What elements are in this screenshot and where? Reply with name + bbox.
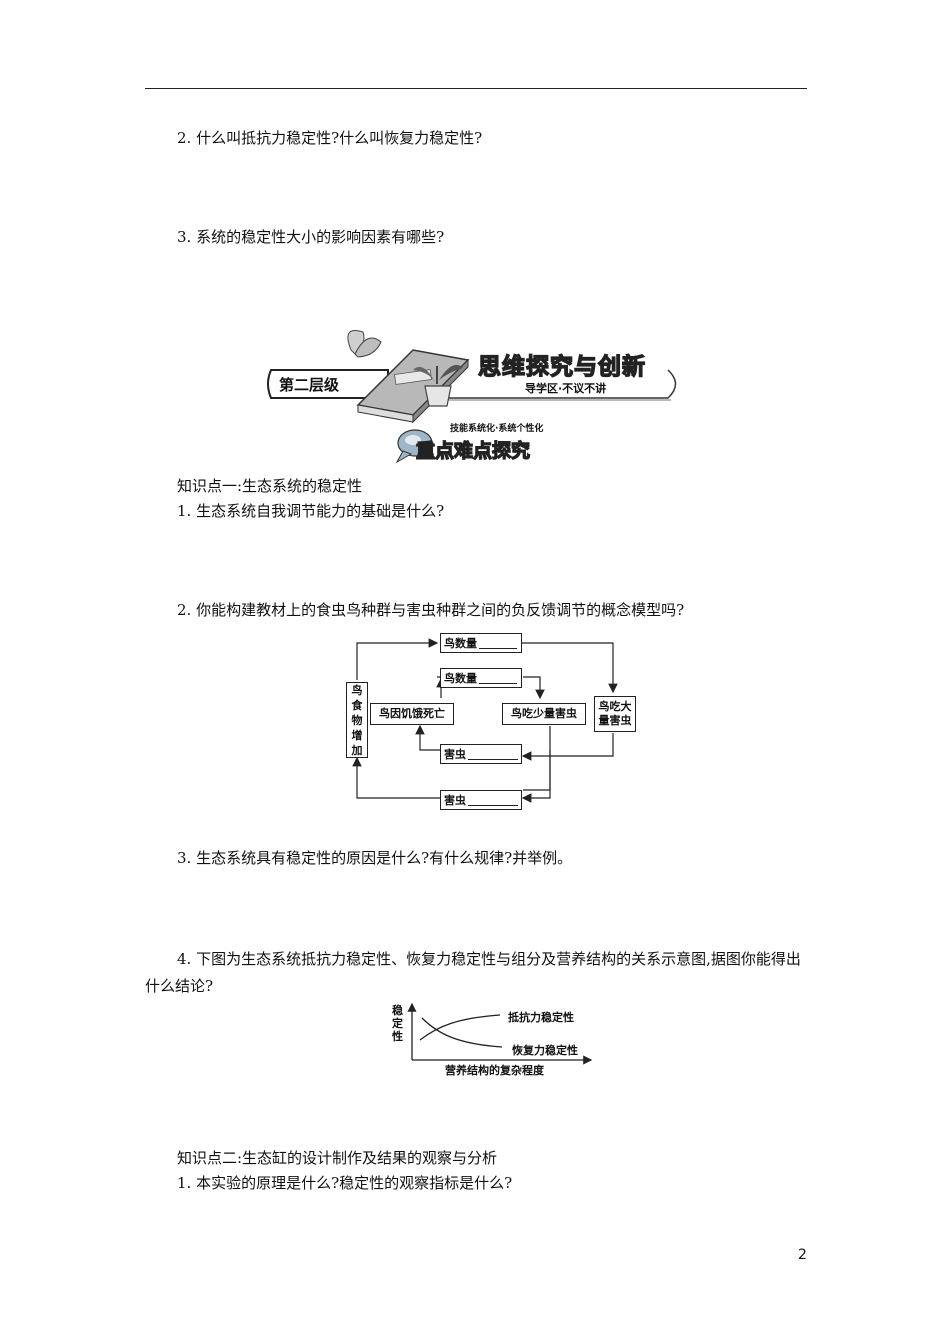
feedback-diagram: 鸟数量 鸟数量 鸟 食 物 增 加 鸟因饥饿死亡 鸟吃少量害虫 鸟吃大 量害虫 … <box>340 630 650 815</box>
box-pest-mid: 害虫 <box>440 744 522 764</box>
label-line-1: 鸟吃大 <box>598 700 632 713</box>
box-bird-eat-less: 鸟吃少量害虫 <box>502 703 586 725</box>
legend-recovery: 恢复力稳定性 <box>512 1044 578 1057</box>
char: 性 <box>392 1030 403 1043</box>
box-bird-count-top: 鸟数量 <box>440 633 522 653</box>
kp1-question-4: 4. 下图为生态系统抵抗力稳定性、恢复力稳定性与组分及营养结构的关系示意图,据图… <box>145 950 801 995</box>
label-line-2: 量害虫 <box>598 714 632 727</box>
knowledge-point-2-title: 知识点二:生态缸的设计制作及结果的观察与分析 <box>177 1149 498 1167</box>
section-title: 重点难点探究 <box>415 439 531 462</box>
char: 增 <box>351 728 363 742</box>
question-3: 3. 系统的稳定性大小的影响因素有哪些? <box>177 228 445 246</box>
kp1-question-1: 1. 生态系统自我调节能力的基础是什么? <box>177 502 445 520</box>
page-number: 2 <box>798 1247 807 1263</box>
char: 鸟 <box>351 683 363 697</box>
diagram-arrows <box>352 638 618 803</box>
banner-title: 思维探究与创新 <box>477 353 646 380</box>
kp1-question-3: 3. 生态系统具有稳定性的原因是什么?有什么规律?并举例。 <box>177 849 573 867</box>
x-axis-label: 营养结构的复杂程度 <box>445 1064 544 1077</box>
legend-resistance: 抵抗力稳定性 <box>508 1011 574 1024</box>
box-bird-eat-many: 鸟吃大 量害虫 <box>594 696 636 732</box>
char: 加 <box>351 743 363 757</box>
chart-plot <box>407 1002 593 1065</box>
char: 食 <box>351 698 363 712</box>
char: 定 <box>392 1017 403 1030</box>
label-bird-eat-less: 鸟吃少量害虫 <box>511 707 577 720</box>
label-bird-count-top: 鸟数量 <box>444 637 477 650</box>
box-pest-bottom: 害虫 <box>440 790 522 810</box>
kp1-question-2: 2. 你能构建教材上的食虫鸟种群与害虫种群之间的负反馈调节的概念模型吗? <box>177 601 685 619</box>
answer-blank <box>479 637 517 649</box>
label-bird-starve: 鸟因饥饿死亡 <box>379 707 445 720</box>
series-recovery-line <box>421 1017 503 1048</box>
answer-blank <box>468 794 518 806</box>
answer-blank <box>468 748 518 760</box>
label-bird-count-mid: 鸟数量 <box>444 672 477 685</box>
box-bird-food-increase: 鸟 食 物 增 加 <box>346 682 368 758</box>
question-2: 2. 什么叫抵抗力稳定性?什么叫恢复力稳定性? <box>177 129 483 147</box>
banner-subtitle: 导学区·不议不讲 <box>525 382 607 395</box>
box-bird-count-mid: 鸟数量 <box>440 668 522 688</box>
char: 稳 <box>392 1004 403 1017</box>
label-pest-bottom: 害虫 <box>444 794 466 807</box>
section-banner: 第二层级 思维探究与创新 导学区·不议不讲 技能系统化·系统个性化 重点难点探究 <box>263 320 688 465</box>
series-resistance-line <box>419 1014 501 1041</box>
banner-graphic <box>267 330 677 464</box>
level-label: 第二层级 <box>279 376 340 394</box>
box-bird-starve: 鸟因饥饿死亡 <box>370 703 454 725</box>
stability-chart: 稳 定 性 抵抗力稳定性 恢复力稳定性 营养结构的复杂程度 <box>388 998 603 1078</box>
kp2-question-1: 1. 本实验的原理是什么?稳定性的观察指标是什么? <box>177 1174 513 1192</box>
knowledge-point-1-title: 知识点一:生态系统的稳定性 <box>177 477 363 495</box>
banner-caption: 技能系统化·系统个性化 <box>450 424 544 434</box>
label-pest-mid: 害虫 <box>444 748 466 761</box>
char: 物 <box>351 713 363 727</box>
y-axis-label: 稳 定 性 <box>392 1004 406 1043</box>
plant-icon <box>413 364 463 407</box>
speech-bubble-icon <box>395 429 433 464</box>
butterfly-icon <box>347 330 382 358</box>
header-rule <box>145 88 807 89</box>
answer-blank <box>479 672 517 684</box>
